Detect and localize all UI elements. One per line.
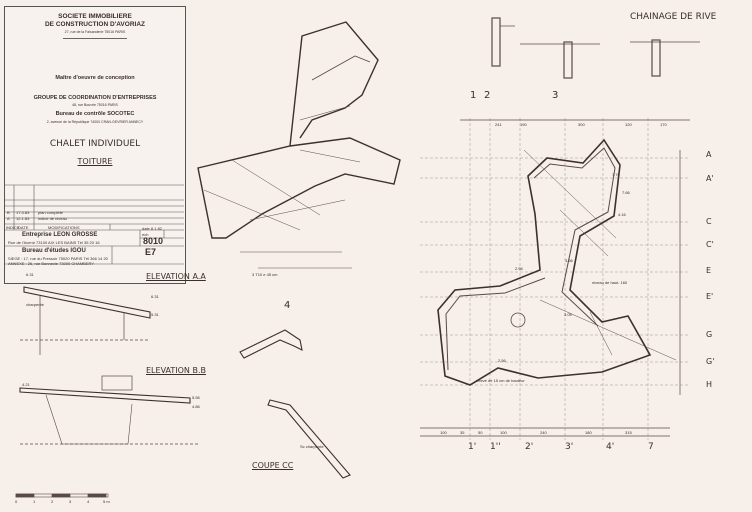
rev-header-modifications: MODIFICATIONS xyxy=(48,225,80,230)
project-title: CHALET INDIVIDUEL xyxy=(49,139,141,149)
scale-label: 1 xyxy=(33,499,36,504)
dim-bottom: 35 xyxy=(460,430,465,435)
elev-bb-level: 5.56 xyxy=(192,395,200,400)
level-label: 4.16 xyxy=(618,212,626,217)
level-label: 2.56 xyxy=(498,358,506,363)
dim-bottom: 50 xyxy=(478,430,483,435)
builder-address: Rue de l'Avenir 73100 AIX LES BAINS Tél … xyxy=(8,240,100,245)
grid-row-G-prime: G' xyxy=(706,357,715,366)
annotation: Sc charpente xyxy=(300,444,324,449)
dim-bottom: 180 xyxy=(585,430,592,435)
group-address: 48, rue Bouvrie 75016 PARIS xyxy=(72,103,118,107)
company-line1: SOCIETE IMMOBILIERE xyxy=(58,13,132,20)
grid-row-G: G xyxy=(706,330,713,339)
grid-col-7: 7 xyxy=(648,442,654,452)
elev-aa-level: 6.31 xyxy=(151,294,159,299)
grid-row-C: C xyxy=(706,217,712,226)
chainage-title: CHAINAGE DE RIVE xyxy=(630,12,717,22)
rev-header-indice: INDICE xyxy=(6,225,20,230)
rev-letter-a: A xyxy=(7,216,10,221)
dim-bottom: 100 xyxy=(440,430,447,435)
bureau: Bureau d'études IGOU xyxy=(22,248,86,254)
scale-label: 4 xyxy=(87,499,90,504)
scale-label: 0 xyxy=(15,499,18,504)
date-label: date 8.1.82 xyxy=(142,226,163,231)
grid-col-4p: 4' xyxy=(606,442,615,452)
level-label: 3.56 xyxy=(565,258,573,263)
grid-row-H: H xyxy=(706,380,713,389)
scale-label: 3 xyxy=(69,499,72,504)
dim-top: 170 xyxy=(660,122,667,127)
elev-aa-level: 6.31 xyxy=(26,272,34,277)
annotation: relevé de 15 cm de hauteur xyxy=(476,378,525,383)
detail-3-title: 3 xyxy=(552,90,559,101)
rev-text-b: plan complété xyxy=(38,210,63,215)
dim-bottom: 315 xyxy=(625,430,632,435)
grid-row-E: E xyxy=(706,266,712,275)
rev-letter-b: B xyxy=(7,210,10,215)
level-label: 7.66 xyxy=(622,190,630,195)
detail-4-title: 4 xyxy=(284,300,291,311)
rev-text-a: indice de niveau xyxy=(38,216,67,221)
grid-col-3p: 3' xyxy=(565,442,574,452)
control-office: Bureau de contrôle SOCOTEC xyxy=(55,111,135,117)
builder: Entreprise LEON GROSSE xyxy=(22,232,98,238)
annotation: 3 T10 e 45 cm xyxy=(252,272,278,277)
rev-header-date: DATE xyxy=(18,225,29,230)
grid-col-2p: 2' xyxy=(525,442,534,452)
dim-top: 300 xyxy=(578,122,585,127)
elevation-aa-title: ELEVATION A.A xyxy=(146,272,206,281)
role1: Maître d'oeuvre de conception xyxy=(55,75,135,81)
annotation: niveau de haut. 160 xyxy=(592,280,628,285)
title-block: SOCIETE IMMOBILIERE DE CONSTRUCTION D'AV… xyxy=(4,6,186,284)
level-label: 2.56 xyxy=(515,266,523,271)
grid-col-1p: 1' xyxy=(468,442,477,452)
sheet-code: E7 xyxy=(145,247,157,257)
group-name: GROUPE DE COORDINATION D'ENTREPRISES xyxy=(33,95,157,101)
ech-label: ech xyxy=(142,232,149,237)
company-line2: DE CONSTRUCTION D'AVORIAZ xyxy=(44,21,145,28)
level-label: 3.05 xyxy=(564,312,572,317)
coupe-cc-title: COUPE CC xyxy=(252,461,294,470)
bureau-address2: ANNEXE : 26, rue Bonnevie 73000 CHAMBERY xyxy=(8,261,94,266)
rev-date-b: 17.3.83 xyxy=(16,210,30,215)
scale-label: 5 m xyxy=(103,499,110,504)
elev-bb-level: 4.86 xyxy=(192,404,200,409)
grid-col-1pp: 1'' xyxy=(490,442,501,452)
dim-top: 190 xyxy=(520,122,527,127)
grid-row-A: A xyxy=(706,150,712,159)
dim-top: 241 xyxy=(495,122,502,127)
level-label: 7.76 xyxy=(612,172,620,177)
grid-row-A-prime: A' xyxy=(706,174,714,183)
elevation-bb-title: ELEVATION B.B xyxy=(146,366,206,375)
control-address: 2, avenue de la République 74000 CRAN-GE… xyxy=(46,120,144,124)
scale-label: 2 xyxy=(51,499,54,504)
grid-row-E-prime: E' xyxy=(706,292,714,301)
detail-1-title: 1 xyxy=(470,90,477,101)
sheet-title: TOITURE xyxy=(77,157,113,166)
drawing-number: 8010 xyxy=(143,236,164,246)
rev-date-a: 12.1.83 xyxy=(16,216,30,221)
elev-aa-level: 5.31 xyxy=(151,312,159,317)
annotation: charpente xyxy=(26,302,44,307)
elev-bb-level: 4.21 xyxy=(22,382,30,387)
company-address: 27, rue de la Faisanderie 75016 PARIS xyxy=(64,30,126,34)
grid-row-C-prime: C' xyxy=(706,240,714,249)
dim-top: 120 xyxy=(625,122,632,127)
dim-bottom: 100 xyxy=(500,430,507,435)
dim-bottom: 240 xyxy=(540,430,547,435)
detail-2-title: 2 xyxy=(484,90,491,101)
bureau-address1: SIEGE : 17, rue du Pressoir 75020 PARIS … xyxy=(8,256,108,261)
rule xyxy=(63,38,127,39)
